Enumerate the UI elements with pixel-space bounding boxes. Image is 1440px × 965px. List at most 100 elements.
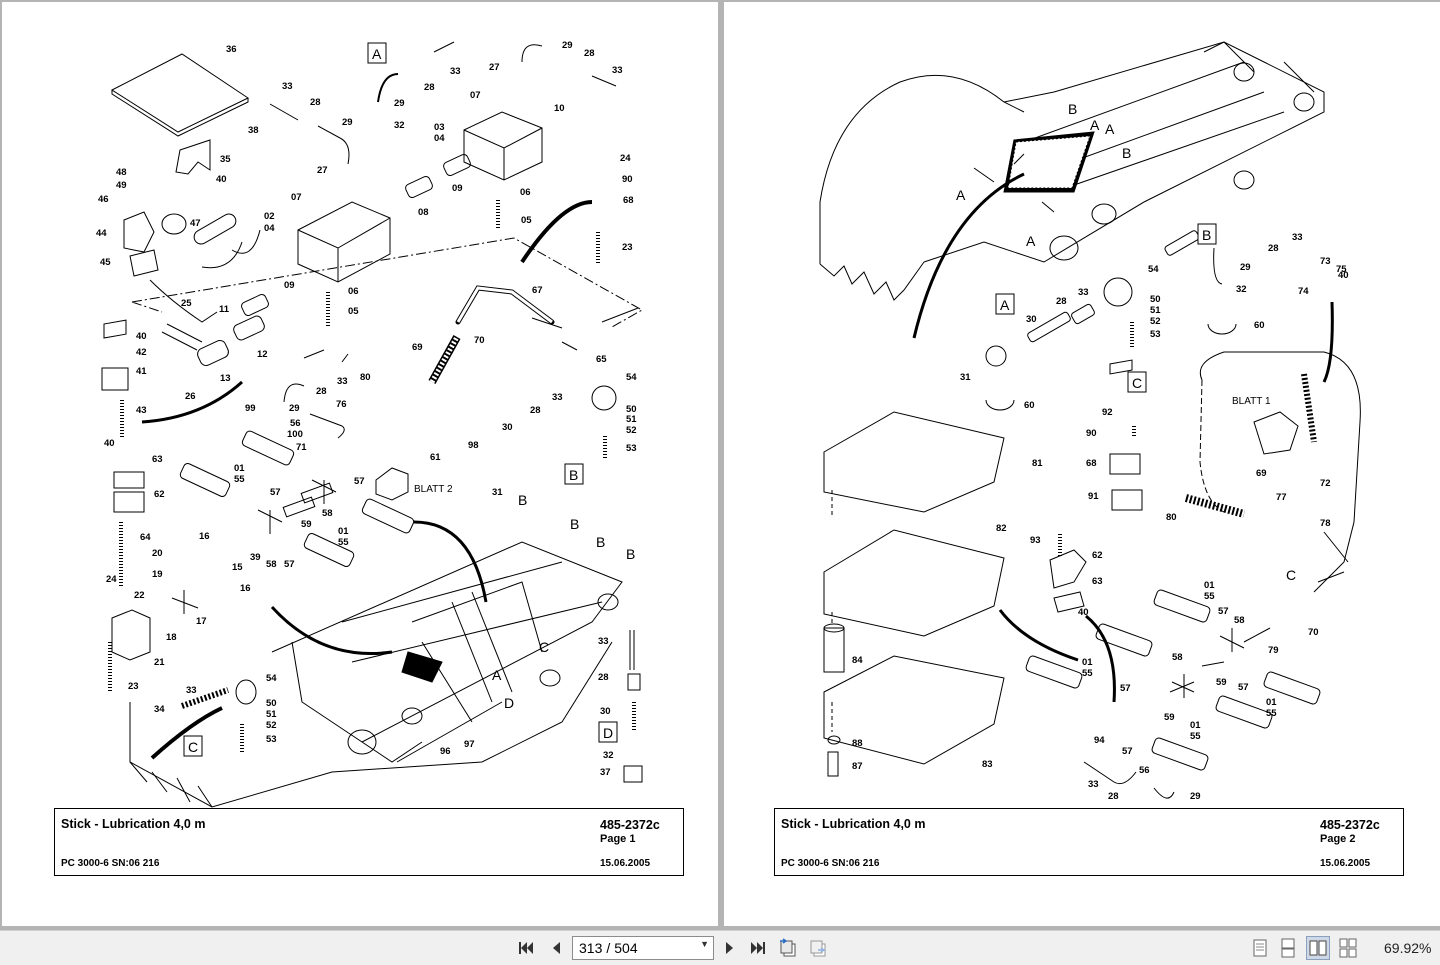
- callout-59: 59: [1216, 677, 1227, 688]
- document-page-1: 36 33 28 29 38 35 40 48 49 46 47 44 45 2…: [2, 2, 718, 926]
- callout-11: 11: [219, 304, 230, 315]
- callout-41: 41: [136, 366, 147, 377]
- arrow-label-b: B: [518, 492, 527, 508]
- callout-49: 49: [116, 180, 127, 191]
- view-label-a: A: [1000, 297, 1010, 313]
- previous-page-icon[interactable]: [544, 936, 568, 960]
- zoom-level[interactable]: 69.92%: [1384, 940, 1432, 956]
- callout-50: 50: [626, 404, 637, 415]
- machine-model: PC 3000-6 SN:06 216: [781, 858, 880, 869]
- callout-27: 27: [489, 62, 500, 73]
- callout-32: 32: [603, 750, 614, 761]
- callout-30: 30: [1026, 314, 1037, 325]
- callout-63: 63: [152, 454, 163, 465]
- callout-48: 48: [116, 167, 127, 178]
- callout-91: 91: [1088, 491, 1099, 502]
- document-viewport[interactable]: 36 33 28 29 38 35 40 48 49 46 47 44 45 2…: [0, 0, 1440, 930]
- single-page-view-icon[interactable]: [1248, 936, 1272, 960]
- callout-58: 58: [266, 559, 277, 570]
- callout-55: 55: [1266, 708, 1277, 719]
- callout-09: 09: [284, 280, 295, 291]
- callout-28: 28: [316, 386, 327, 397]
- arrow-label-b: B: [1068, 101, 1077, 117]
- callout-29: 29: [394, 98, 405, 109]
- callout-88: 88: [852, 738, 863, 749]
- parts-diagram-page-1: 36 33 28 29 38 35 40 48 49 46 47 44 45 2…: [96, 40, 644, 808]
- callout-53: 53: [1150, 329, 1161, 340]
- callout-01: 01: [1082, 657, 1093, 668]
- title-block: Stick - Lubrication 4,0 m 485-2372c Page…: [54, 808, 684, 876]
- arrow-label-a: A: [492, 667, 502, 683]
- callout-79: 79: [1268, 645, 1279, 656]
- callout-07: 07: [470, 90, 481, 101]
- callout-39: 39: [250, 552, 261, 563]
- view-label-a: A: [372, 46, 382, 62]
- sheet-reference: BLATT 1: [1232, 396, 1271, 407]
- chevron-down-icon[interactable]: ▼: [700, 939, 709, 949]
- callout-28: 28: [1108, 791, 1119, 802]
- callout-69: 69: [412, 342, 423, 353]
- callout-33: 33: [186, 685, 197, 696]
- callout-51: 51: [1150, 305, 1161, 316]
- facing-view-icon[interactable]: [1306, 936, 1330, 960]
- arrow-label-d: D: [504, 695, 514, 711]
- callout-93: 93: [1030, 535, 1041, 546]
- navigation-toolbar: 313 / 504 ▼ 69.92%: [0, 930, 1440, 965]
- callout-01: 01: [234, 463, 245, 474]
- callout-01: 01: [1190, 720, 1201, 731]
- callout-60: 60: [1254, 320, 1265, 331]
- page-number-field[interactable]: 313 / 504 ▼: [572, 936, 714, 960]
- callout-57: 57: [284, 559, 295, 570]
- callout-08: 08: [418, 207, 429, 218]
- arrow-label-c: C: [539, 639, 549, 655]
- callout-40: 40: [216, 174, 227, 185]
- callout-61: 61: [430, 452, 441, 463]
- callout-58: 58: [1234, 615, 1245, 626]
- callout-47: 47: [190, 218, 201, 229]
- callout-15: 15: [232, 562, 243, 573]
- callout-34: 34: [154, 704, 165, 715]
- callout-06: 06: [348, 286, 359, 297]
- callout-35: 35: [220, 154, 231, 165]
- callout-05: 05: [348, 306, 359, 317]
- callout-62: 62: [154, 489, 165, 500]
- callout-33: 33: [598, 636, 609, 647]
- continuous-view-icon[interactable]: [1276, 936, 1300, 960]
- document-number: 485-2372c: [600, 818, 660, 832]
- view-label-b: B: [1202, 227, 1211, 243]
- callout-28: 28: [1056, 296, 1067, 307]
- callout-64: 64: [140, 532, 151, 543]
- callout-74: 74: [1298, 286, 1309, 297]
- continuous-facing-view-icon[interactable]: [1336, 936, 1360, 960]
- page-label: Page 1: [600, 833, 636, 845]
- callout-62: 62: [1092, 550, 1103, 561]
- callout-68: 68: [623, 195, 634, 206]
- last-page-icon[interactable]: [746, 936, 770, 960]
- document-page-2: 29 28 33 32 73 75 74 40 60 54 28 33 50 5…: [724, 2, 1440, 926]
- callout-75: 75: [1336, 264, 1347, 275]
- callout-97: 97: [464, 739, 475, 750]
- arrow-label-b: B: [626, 546, 635, 562]
- callout-28: 28: [530, 405, 541, 416]
- drawing-date: 15.06.2005: [600, 858, 651, 869]
- first-page-icon[interactable]: [514, 936, 538, 960]
- drawing-title: Stick - Lubrication 4,0 m: [61, 817, 206, 831]
- callout-59: 59: [301, 519, 312, 530]
- callout-29: 29: [342, 117, 353, 128]
- parts-diagram-page-2: 29 28 33 32 73 75 74 40 60 54 28 33 50 5…: [819, 41, 1361, 802]
- arrow-label-b: B: [1122, 145, 1131, 161]
- callout-77: 77: [1276, 492, 1287, 503]
- rotate-view-alt-icon[interactable]: [806, 936, 830, 960]
- callout-81: 81: [1032, 458, 1043, 469]
- callout-56: 56: [290, 418, 301, 429]
- callout-80: 80: [360, 372, 371, 383]
- callout-53: 53: [266, 734, 277, 745]
- callout-80: 80: [1166, 512, 1177, 523]
- callout-28: 28: [598, 672, 609, 683]
- rotate-view-icon[interactable]: [776, 936, 800, 960]
- callout-72: 72: [1320, 478, 1331, 489]
- callout-83: 83: [982, 759, 993, 770]
- current-page[interactable]: 313: [579, 940, 603, 956]
- next-page-icon[interactable]: [718, 936, 742, 960]
- total-pages: 504: [614, 940, 638, 956]
